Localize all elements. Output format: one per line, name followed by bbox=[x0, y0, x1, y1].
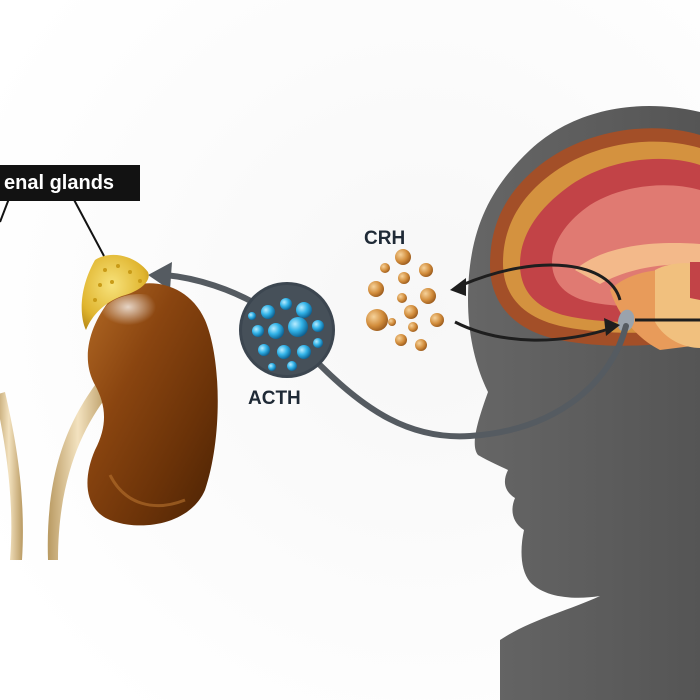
crh-label: CRH bbox=[364, 228, 406, 249]
pituitary-icon bbox=[617, 309, 635, 332]
adrenal-glands-label: enal glands bbox=[0, 165, 140, 201]
acth-label: ACTH bbox=[248, 388, 301, 409]
acth-cluster bbox=[239, 282, 335, 378]
crh-particles bbox=[366, 249, 444, 351]
adrenal-gland-icon bbox=[81, 254, 149, 330]
brain-icon bbox=[490, 128, 700, 350]
ureter-icon bbox=[0, 385, 108, 560]
kidney-icon bbox=[87, 283, 218, 526]
